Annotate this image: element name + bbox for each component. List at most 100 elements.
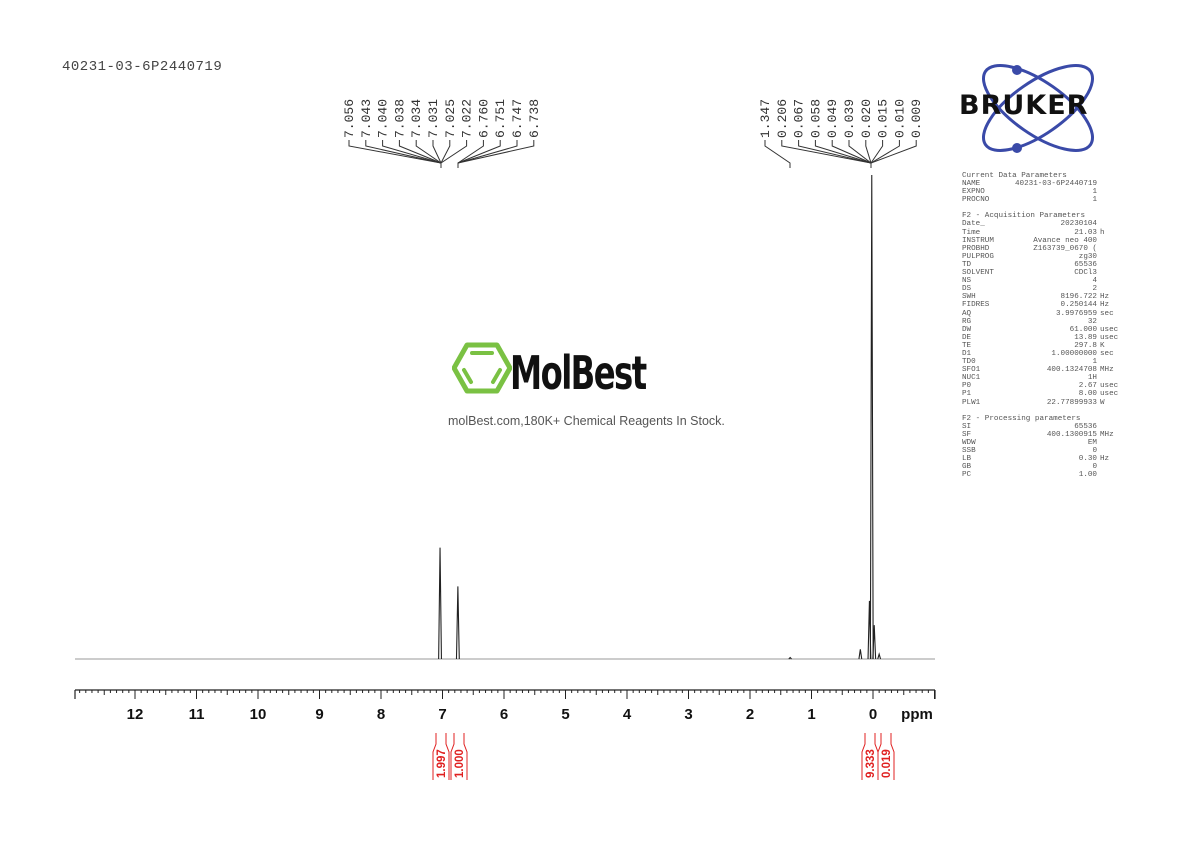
parameter-value: 4 bbox=[1092, 277, 1097, 286]
parameter-key: FIDRES bbox=[962, 301, 990, 310]
parameter-value: 20230104 bbox=[1060, 220, 1097, 229]
parameter-value: 8.00 bbox=[1078, 390, 1097, 399]
parameter-value: 400.1324708 bbox=[1046, 366, 1097, 375]
parameter-unit: Hz bbox=[1100, 293, 1110, 302]
integrals: 1.997 1.000 9.333 0.019 bbox=[432, 733, 895, 780]
parameter-value: 400.1300915 bbox=[1046, 430, 1097, 439]
parameter-unit bbox=[1097, 269, 1122, 277]
integral-value: 0.019 bbox=[881, 749, 893, 778]
spectrum-peak bbox=[869, 174, 874, 660]
peak-label: 7.043 bbox=[359, 99, 374, 138]
parameter-value: 1H bbox=[1087, 374, 1097, 383]
integral-value: 1.997 bbox=[436, 749, 448, 778]
parameter-unit: sec bbox=[1100, 309, 1114, 318]
parameter-unit: usec bbox=[1100, 390, 1119, 399]
parameter-key: GB bbox=[962, 463, 972, 472]
parameter-row: SOLVENT CDCl3 bbox=[962, 269, 1122, 277]
parameter-unit bbox=[1097, 439, 1122, 447]
parameter-key: Time bbox=[962, 228, 981, 237]
x-tick-label: 1 bbox=[807, 706, 815, 723]
parameter-value: CDCl3 bbox=[1074, 269, 1097, 278]
parameter-unit: sec bbox=[1100, 349, 1114, 358]
parameter-row: SSB 0 bbox=[962, 447, 1122, 455]
parameter-key: EXPNO bbox=[962, 188, 985, 197]
peak-label: 6.747 bbox=[510, 99, 525, 138]
x-tick-label: 4 bbox=[623, 706, 632, 723]
parameter-key: SOLVENT bbox=[962, 269, 994, 278]
molbest-tagline: molBest.com,180K+ Chemical Reagents In S… bbox=[448, 414, 725, 428]
parameter-unit: h bbox=[1100, 228, 1105, 237]
peak-label: 0.206 bbox=[775, 99, 790, 138]
parameter-unit: MHz bbox=[1100, 430, 1114, 439]
peak-label: 6.738 bbox=[527, 99, 542, 138]
parameter-value: 2 bbox=[1092, 285, 1097, 294]
integral-value: 9.333 bbox=[865, 749, 877, 778]
parameter-unit: MHz bbox=[1100, 366, 1114, 375]
spectrum-peak bbox=[858, 649, 863, 660]
integral-value: 1.000 bbox=[454, 749, 466, 778]
spectrum-peak bbox=[455, 586, 460, 660]
parameter-key: SSB bbox=[962, 447, 976, 455]
parameter-value: Avance neo 400 bbox=[1033, 236, 1097, 245]
peak-label: 1.347 bbox=[758, 99, 773, 138]
parameter-unit bbox=[1097, 180, 1122, 188]
peak-label: 7.040 bbox=[376, 99, 391, 138]
parameter-unit bbox=[1097, 261, 1122, 269]
parameter-unit bbox=[1097, 237, 1122, 245]
peak-label: 6.760 bbox=[476, 99, 491, 138]
peak-label: 7.025 bbox=[443, 99, 458, 138]
peak-label: 0.067 bbox=[792, 99, 807, 138]
atom-orbit-icon bbox=[981, 64, 1095, 153]
parameter-unit bbox=[1097, 220, 1122, 228]
parameter-value: 1 bbox=[1092, 196, 1097, 205]
parameter-key: DW bbox=[962, 325, 972, 334]
parameter-value: 1 bbox=[1092, 358, 1097, 367]
x-tick-label: 11 bbox=[189, 706, 205, 723]
parameter-value: Z163739_0670 ( bbox=[1033, 244, 1097, 253]
molbest-brand: MolBest bbox=[510, 346, 647, 400]
peak-label: 0.010 bbox=[892, 99, 907, 138]
peak-label: 0.039 bbox=[842, 99, 857, 138]
bruker-logo: BRUKER bbox=[955, 62, 1125, 157]
parameter-value: 65536 bbox=[1074, 260, 1097, 269]
parameter-key: SF bbox=[962, 430, 972, 439]
parameter-unit bbox=[1097, 471, 1122, 479]
spectrum-peaks bbox=[438, 174, 882, 660]
parameter-key: SWH bbox=[962, 293, 976, 302]
parameter-row: TD 65536 bbox=[962, 261, 1122, 269]
parameter-unit bbox=[1097, 253, 1122, 261]
x-tick-label: 8 bbox=[377, 706, 385, 723]
parameter-unit bbox=[1097, 285, 1122, 293]
x-tick-label: 9 bbox=[315, 706, 323, 723]
parameter-value: 32 bbox=[1087, 317, 1097, 326]
peak-label: 7.031 bbox=[426, 99, 441, 138]
parameter-unit: usec bbox=[1100, 382, 1119, 391]
parameter-value: 0 bbox=[1092, 447, 1097, 455]
parameter-unit bbox=[1097, 423, 1122, 431]
parameter-key: TD bbox=[962, 260, 972, 269]
parameter-unit: K bbox=[1100, 341, 1105, 350]
peak-label: 6.751 bbox=[493, 99, 508, 138]
x-tick-label: 10 bbox=[250, 706, 267, 723]
peak-label: 0.049 bbox=[825, 99, 840, 138]
spectrum-peak bbox=[877, 652, 882, 660]
